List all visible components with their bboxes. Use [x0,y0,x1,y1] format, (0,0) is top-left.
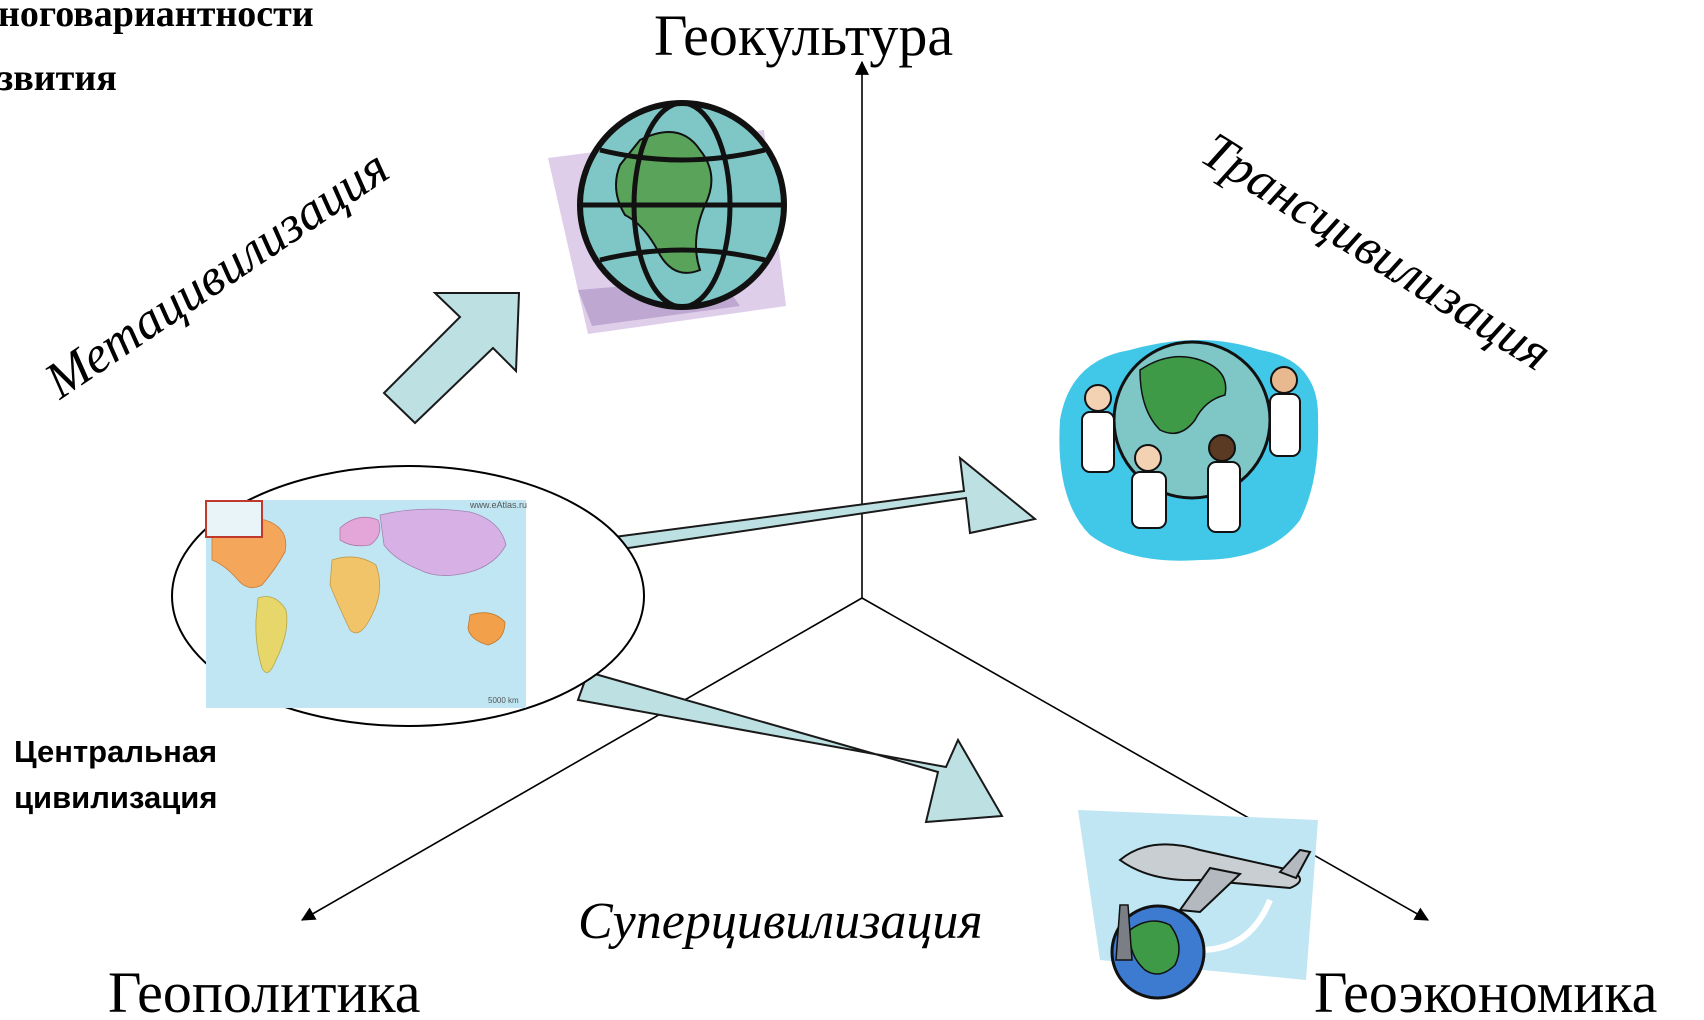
map-scale: 5000 km [488,696,519,705]
map-south-america [255,596,288,673]
person-right-body [1269,393,1301,457]
map-europe [339,516,381,547]
axis-geoeconomics [861,597,1430,921]
map-watermark: www.eAtlas.ru [469,500,527,510]
label-transcivilization: Трансцивилизация [1192,122,1562,382]
label-metacivilization: Метацивилизация [34,139,399,411]
axis-geopolitics [300,597,863,921]
map-asia [379,508,507,576]
tower-icon [1115,904,1133,961]
center-label-line-1: Центральная [14,734,217,769]
central-civilization-map: www.eAtlas.ru 5000 km [171,465,645,727]
person-front-left-body [1131,471,1167,529]
center-label-line-2: цивилизация [14,780,217,815]
title-line-2: звития [0,57,117,99]
arrow-to-supercivilization [576,670,1004,824]
globe-clipart [548,100,787,334]
label-supercivilization: Суперцивилизация [578,893,983,950]
title-line-1: ноговариантности [0,0,314,35]
airplane-globe-clipart [1078,810,1318,1000]
person-left-head [1084,384,1112,412]
airplane-tail [1278,848,1312,880]
arrow-to-metacivilization [382,292,521,425]
globe-parallel-south [599,247,766,263]
people-around-globe-clipart [1059,340,1319,561]
map-inset [205,500,263,538]
airplane-wing [1178,866,1243,914]
trans-globe-land [1139,355,1227,435]
axis-label-geopolitics: Геополитика [108,960,421,1020]
globe-land [615,131,713,274]
person-front-right-head [1208,434,1236,462]
person-right-head [1270,366,1298,394]
person-front-right-body [1207,461,1241,533]
person-front-left-head [1134,444,1162,472]
map-africa [329,556,381,634]
axis-label-geoculture: Геокультура [654,3,953,68]
airplane-body [1118,843,1301,890]
map-australia [467,612,506,646]
globe-parallel-north [599,147,766,163]
axis-label-geoeconomics: Геоэкономика [1314,960,1657,1020]
arrow-to-transcivilization [582,455,1038,556]
person-left-body [1081,411,1115,473]
small-globe-land [1129,920,1180,975]
